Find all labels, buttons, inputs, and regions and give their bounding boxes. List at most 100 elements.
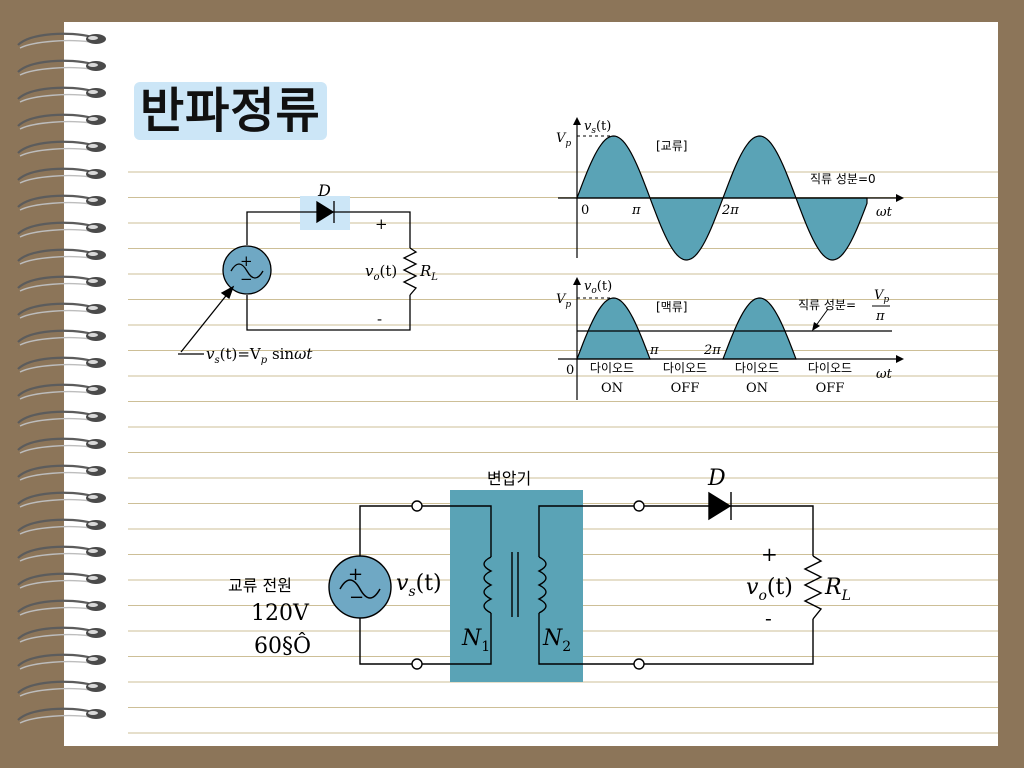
- spiral-ring: [17, 680, 93, 694]
- spiral-ring-highlight: [19, 525, 91, 535]
- spiral-ring-highlight: [19, 120, 91, 130]
- graph1-two-pi: 2π: [721, 203, 739, 218]
- spiral-ring-highlight: [19, 255, 91, 265]
- spiral-ring-highlight: [19, 282, 91, 292]
- diode-state-bottom: ON: [746, 381, 768, 396]
- output1-minus: -: [377, 310, 382, 328]
- spiral-ring: [17, 437, 93, 451]
- spiral-hole-highlight: [88, 387, 98, 391]
- spiral-ring-highlight: [19, 444, 91, 454]
- spiral-ring-highlight: [19, 471, 91, 481]
- secondary-wire-bottom: [538, 613, 814, 665]
- spiral-ring-highlight: [19, 363, 91, 373]
- spiral-ring-highlight: [19, 201, 91, 211]
- spiral-ring-highlight: [19, 93, 91, 103]
- rl2-label: RL: [824, 575, 851, 604]
- spiral-hole-highlight: [88, 117, 98, 121]
- spiral-ring-highlight: [19, 714, 91, 724]
- spiral-ring: [17, 194, 93, 208]
- spiral-hole-highlight: [88, 225, 98, 229]
- graph1-x-arrow: [896, 194, 904, 202]
- source-frequency: 60§Ô: [254, 632, 311, 659]
- terminal-icon: [633, 500, 645, 512]
- spiral-ring-highlight: [19, 228, 91, 238]
- terminal-icon: [411, 658, 423, 670]
- spiral-hole-highlight: [88, 144, 98, 148]
- coil-icon: [483, 556, 493, 614]
- spiral-ring: [17, 113, 93, 127]
- spiral-hole-highlight: [88, 333, 98, 337]
- terminal-icon: [411, 500, 423, 512]
- spiral-hole-highlight: [88, 441, 98, 445]
- graph1-pi: π: [631, 203, 641, 218]
- spiral-ring: [17, 464, 93, 478]
- diode-state-top: 다이오드: [590, 361, 634, 375]
- graph2-dc-text: 직류 성분=: [798, 298, 856, 312]
- rectified-waveform-graph: [558, 277, 904, 400]
- transformer-label: 변압기: [487, 469, 531, 488]
- transformer-block: [450, 490, 583, 682]
- spiral-ring-highlight: [19, 579, 91, 589]
- spiral-ring: [17, 491, 93, 505]
- diode2-label: D: [707, 466, 726, 491]
- diode-state-top: 다이오드: [663, 361, 707, 375]
- primary-wire-top: [359, 505, 492, 557]
- spiral-ring-highlight: [19, 552, 91, 562]
- spiral-ring: [17, 221, 93, 235]
- output2-minus: -: [765, 606, 772, 630]
- ac-source-icon: [222, 245, 272, 295]
- spiral-ring: [17, 572, 93, 586]
- spiral-ring: [17, 410, 93, 424]
- n2-label: N2: [542, 626, 571, 655]
- graph2-y-arrow: [573, 277, 581, 285]
- spiral-ring: [17, 653, 93, 667]
- graph2-two-pi: 2π: [703, 343, 721, 358]
- transformer-circuit: [328, 490, 823, 682]
- spiral-ring: [17, 302, 93, 316]
- graph2-zero: 0: [566, 363, 574, 378]
- spiral-ring-highlight: [19, 39, 91, 49]
- spiral-hole-highlight: [88, 522, 98, 526]
- spiral-ring: [17, 626, 93, 640]
- vs2-label: vs(t): [396, 571, 442, 600]
- spiral-hole-highlight: [88, 306, 98, 310]
- source2-minus: −: [349, 587, 364, 608]
- diode1-label: D: [317, 181, 331, 200]
- spiral-ring-highlight: [19, 417, 91, 427]
- source1-plus: +: [240, 252, 253, 270]
- secondary-wire-top: [538, 505, 814, 557]
- spiral-hole-highlight: [88, 630, 98, 634]
- resistor-icon: [402, 247, 418, 296]
- spiral-ring: [17, 248, 93, 262]
- spiral-ring-highlight: [19, 633, 91, 643]
- spiral-ring-highlight: [19, 174, 91, 184]
- page-title: 반파정류: [134, 82, 327, 140]
- graph2-pi: π: [649, 343, 659, 358]
- spiral-hole-highlight: [88, 90, 98, 94]
- graph1-y-arrow: [573, 117, 581, 125]
- graph1-vp-label: Vp: [556, 131, 571, 149]
- graph2-dc-pointer: [814, 308, 829, 328]
- spiral-ring: [17, 329, 93, 343]
- vo2-label: vo(t): [746, 575, 793, 604]
- output2-plus: +: [761, 542, 778, 566]
- source2-plus: +: [348, 564, 363, 585]
- spiral-hole-highlight: [88, 171, 98, 175]
- ac-waveform-graph: [558, 117, 904, 261]
- spiral-ring: [17, 86, 93, 100]
- wire-bottom: [246, 295, 411, 331]
- graph2-wt: ωt: [876, 367, 893, 382]
- arrow-line: [180, 291, 230, 353]
- spiral-binding-icon: [17, 32, 106, 724]
- diode-state-bottom: OFF: [671, 381, 700, 396]
- n1-label: N1: [461, 626, 490, 655]
- graph1-wt: ωt: [876, 205, 893, 220]
- spiral-ring: [17, 518, 93, 532]
- spiral-ring: [17, 599, 93, 613]
- terminal-icon: [633, 658, 645, 670]
- half-wave-circuit: [178, 196, 418, 355]
- graph2-axis-label: vo(t): [584, 279, 612, 296]
- spiral-ring-highlight: [19, 390, 91, 400]
- source1-minus: −: [240, 270, 253, 288]
